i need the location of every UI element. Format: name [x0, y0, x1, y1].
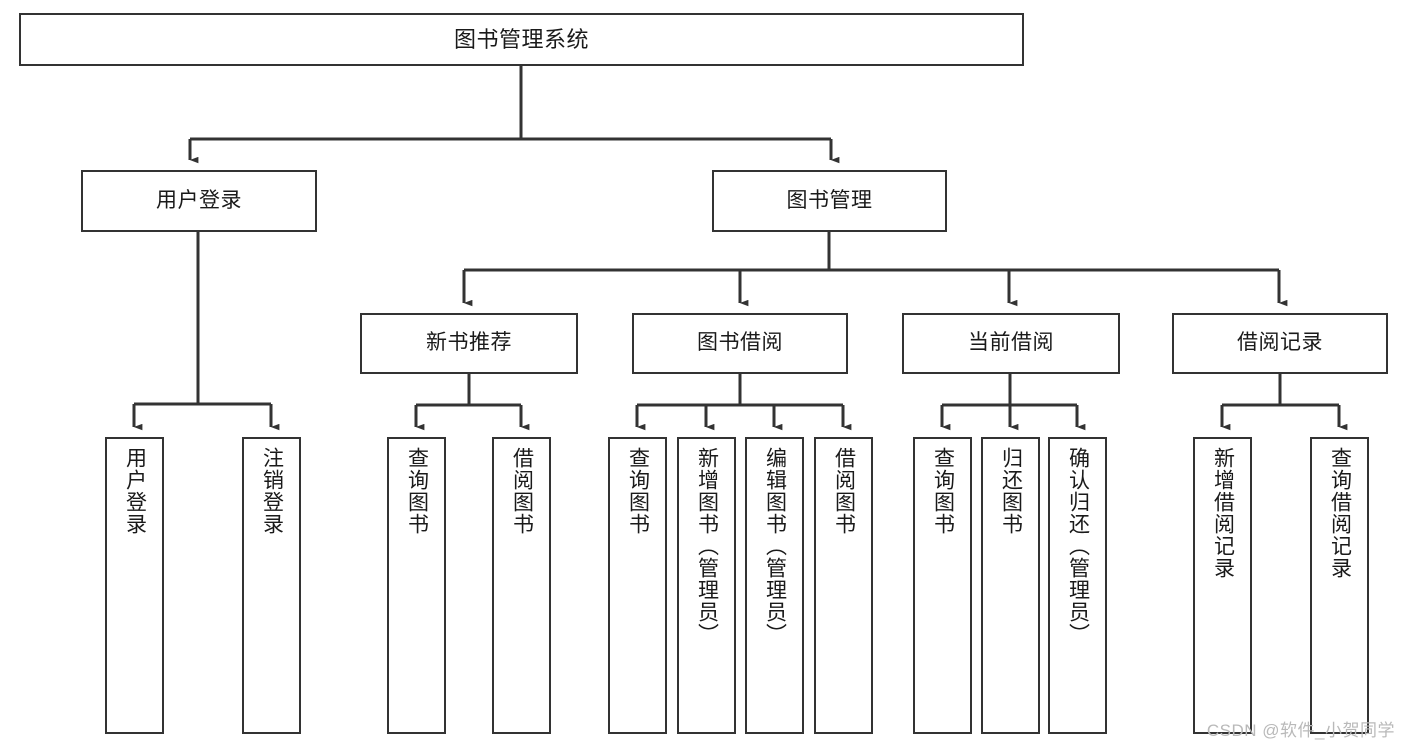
- node-leaf-add-record-label: 新增借阅记录: [1211, 447, 1235, 579]
- node-user-login[interactable]: 用户登录: [81, 170, 317, 232]
- node-leaf-confirm-return-label: 确认归还（管理员）: [1066, 447, 1090, 645]
- node-leaf-confirm-return[interactable]: 确认归还（管理员）: [1048, 437, 1107, 734]
- node-leaf-query-book-3-label: 查询图书: [931, 447, 955, 535]
- node-leaf-borrow-book-2-label: 借阅图书: [832, 447, 856, 535]
- node-current-borrow-label: 当前借阅: [968, 331, 1054, 355]
- node-leaf-add-book[interactable]: 新增图书（管理员）: [677, 437, 736, 734]
- node-leaf-user-login[interactable]: 用户登录: [105, 437, 164, 734]
- node-leaf-logout-label: 注销登录: [260, 447, 284, 535]
- node-leaf-edit-book[interactable]: 编辑图书（管理员）: [745, 437, 804, 734]
- node-leaf-add-book-label: 新增图书（管理员）: [695, 447, 719, 645]
- node-leaf-query-book-2-label: 查询图书: [626, 447, 650, 535]
- node-new-book-recommend-label: 新书推荐: [426, 331, 512, 355]
- node-leaf-return-book-label: 归还图书: [999, 447, 1023, 535]
- node-new-book-recommend[interactable]: 新书推荐: [360, 313, 578, 374]
- node-leaf-query-record[interactable]: 查询借阅记录: [1310, 437, 1369, 734]
- node-book-manage[interactable]: 图书管理: [712, 170, 947, 232]
- node-leaf-logout[interactable]: 注销登录: [242, 437, 301, 734]
- node-leaf-add-record[interactable]: 新增借阅记录: [1193, 437, 1252, 734]
- node-book-borrow-label: 图书借阅: [697, 331, 783, 355]
- node-leaf-query-book-1-label: 查询图书: [405, 447, 429, 535]
- node-borrow-record[interactable]: 借阅记录: [1172, 313, 1388, 374]
- node-leaf-user-login-label: 用户登录: [123, 447, 147, 535]
- node-leaf-edit-book-label: 编辑图书（管理员）: [763, 447, 787, 645]
- watermark: CSDN @软件_小贺同学: [1206, 721, 1395, 740]
- node-leaf-query-book-3[interactable]: 查询图书: [913, 437, 972, 734]
- node-leaf-borrow-book-1[interactable]: 借阅图书: [492, 437, 551, 734]
- node-leaf-query-record-label: 查询借阅记录: [1328, 447, 1352, 579]
- node-root[interactable]: 图书管理系统: [19, 13, 1024, 66]
- node-current-borrow[interactable]: 当前借阅: [902, 313, 1120, 374]
- node-book-borrow[interactable]: 图书借阅: [632, 313, 848, 374]
- node-leaf-borrow-book-2[interactable]: 借阅图书: [814, 437, 873, 734]
- node-borrow-record-label: 借阅记录: [1237, 331, 1323, 355]
- node-leaf-query-book-1[interactable]: 查询图书: [387, 437, 446, 734]
- node-leaf-return-book[interactable]: 归还图书: [981, 437, 1040, 734]
- node-leaf-borrow-book-1-label: 借阅图书: [510, 447, 534, 535]
- node-root-label: 图书管理系统: [453, 26, 589, 52]
- node-user-login-label: 用户登录: [156, 188, 242, 212]
- node-leaf-query-book-2[interactable]: 查询图书: [608, 437, 667, 734]
- node-book-manage-label: 图书管理: [786, 188, 873, 212]
